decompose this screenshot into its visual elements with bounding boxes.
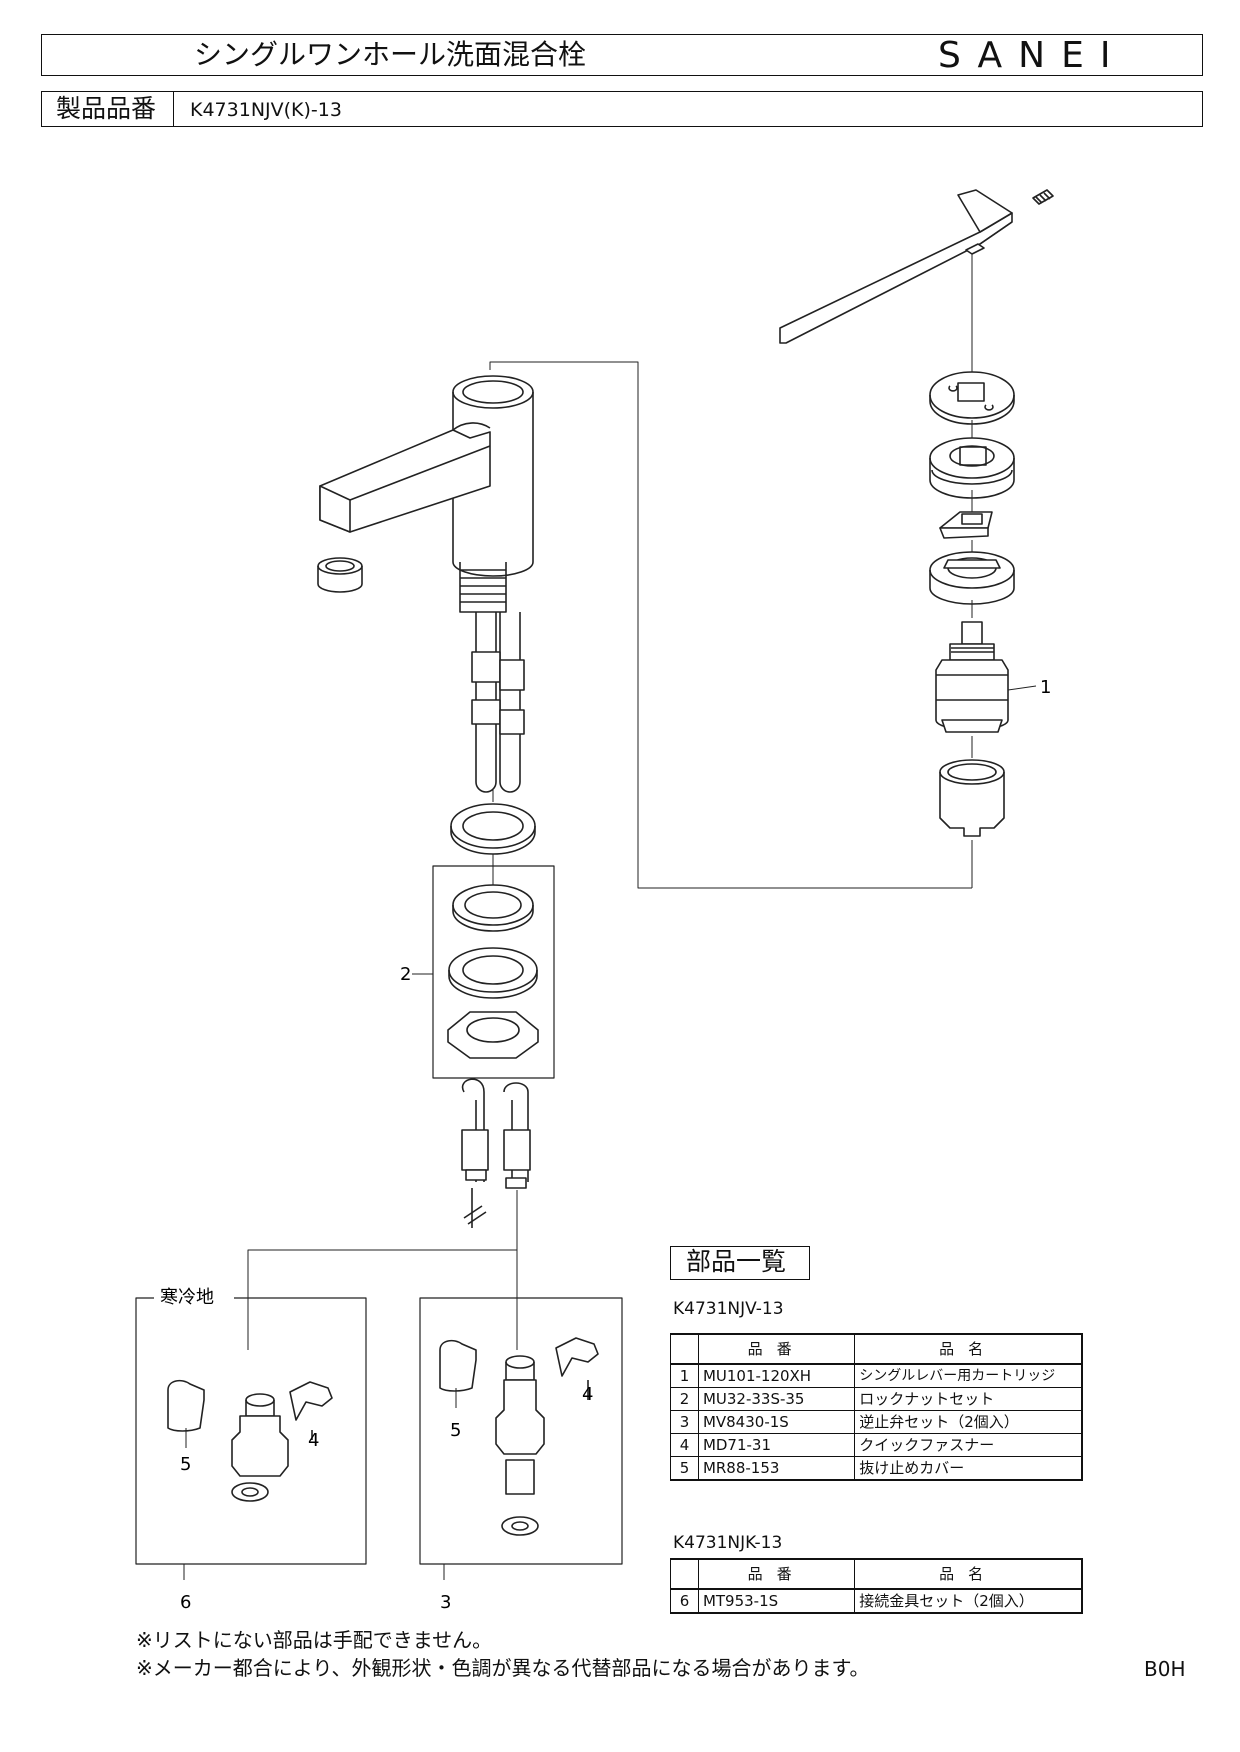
table-header: 品番 品名 bbox=[670, 1333, 1083, 1365]
callout-3: 3 bbox=[440, 1592, 451, 1613]
table-header: 品番 品名 bbox=[670, 1558, 1083, 1590]
supply-hoses-upper bbox=[471, 612, 525, 793]
title-box bbox=[41, 34, 1203, 76]
row-name: クイックファスナー bbox=[854, 1433, 1083, 1457]
handle-cap bbox=[929, 371, 1015, 425]
row-no: 1 bbox=[670, 1363, 699, 1388]
header-name: 品名 bbox=[854, 1558, 1083, 1590]
row-name: ロックナットセット bbox=[854, 1387, 1083, 1411]
table-row: 2 MU32-33S-35 ロックナットセット bbox=[670, 1387, 1083, 1411]
part-number-value: K4731NJV(K)-13 bbox=[190, 99, 342, 121]
aerator bbox=[317, 557, 363, 593]
row-name: 接続金具セット（2個入） bbox=[854, 1588, 1083, 1614]
callout-6: 6 bbox=[180, 1592, 191, 1613]
model-label-njv: K4731NJV-13 bbox=[673, 1299, 784, 1319]
table-row: 5 MR88-153 抜け止めカバー bbox=[670, 1456, 1083, 1481]
lock-nut-set-box bbox=[432, 865, 555, 1079]
lock-nut-set bbox=[447, 884, 539, 1059]
note-substitute-parts: ※メーカー都合により、外観形状・色調が異なる代替部品になる場合があります。 bbox=[136, 1656, 870, 1680]
parts-list-title: 部品一覧 bbox=[686, 1247, 787, 1276]
table-row: 6 MT953-1S 接続金具セット（2個入） bbox=[670, 1588, 1083, 1614]
callout-1: 1 bbox=[1040, 677, 1051, 698]
header-no bbox=[670, 1558, 699, 1590]
document-code: B0H bbox=[1144, 1657, 1186, 1681]
row-code: MR88-153 bbox=[697, 1456, 856, 1481]
row-no: 3 bbox=[670, 1410, 699, 1434]
header-code: 品番 bbox=[697, 1333, 856, 1365]
part-number-label-cell bbox=[41, 91, 174, 127]
part-number-label: 製品品番 bbox=[56, 94, 157, 123]
parts-list-title-box bbox=[670, 1246, 810, 1280]
callout-2: 2 bbox=[400, 964, 411, 985]
row-code: MV8430-1S bbox=[697, 1410, 856, 1434]
check-valve-box bbox=[419, 1297, 623, 1565]
part-number-box bbox=[41, 91, 1203, 127]
table-row: 1 MU101-120XH シングルレバー用カートリッジ bbox=[670, 1363, 1083, 1388]
row-code: MT953-1S bbox=[697, 1588, 856, 1614]
row-no: 6 bbox=[670, 1588, 699, 1614]
parts-table-njk: 品番 品名 6 MT953-1S 接続金具セット（2個入） bbox=[670, 1558, 1083, 1614]
supply-hoses-lower bbox=[461, 1078, 531, 1228]
header-name: 品名 bbox=[854, 1333, 1083, 1365]
cartridge-nut bbox=[929, 551, 1015, 605]
check-valve-fittings bbox=[439, 1337, 599, 1536]
row-name: シングルレバー用カートリッジ bbox=[854, 1363, 1083, 1388]
table-row: 3 MV8430-1S 逆止弁セット（2個入） bbox=[670, 1410, 1083, 1434]
brand-logo: SANEI bbox=[938, 35, 1127, 76]
cover-ring bbox=[929, 437, 1015, 499]
cold-region-box bbox=[135, 1297, 367, 1565]
callout-4-cold: 4 bbox=[308, 1430, 319, 1451]
header-no bbox=[670, 1333, 699, 1365]
base-washer bbox=[450, 803, 536, 855]
row-name: 抜け止めカバー bbox=[854, 1456, 1083, 1481]
callout-5: 5 bbox=[450, 1420, 461, 1441]
callout-4: 4 bbox=[582, 1384, 593, 1405]
callout-5-cold: 5 bbox=[180, 1454, 191, 1475]
lever-handle bbox=[779, 189, 1054, 344]
parts-table-njv: 品番 品名 1 MU101-120XH シングルレバー用カートリッジ 2 MU3… bbox=[670, 1333, 1083, 1481]
row-no: 5 bbox=[670, 1456, 699, 1481]
page-title: シングルワンホール洗面混合栓 bbox=[194, 38, 587, 71]
header-code: 品番 bbox=[697, 1558, 856, 1590]
cold-region-label: 寒冷地 bbox=[160, 1287, 214, 1308]
cold-region-fittings bbox=[167, 1379, 333, 1502]
cartridge bbox=[935, 621, 1009, 733]
row-name: 逆止弁セット（2個入） bbox=[854, 1410, 1083, 1434]
cartridge-holder bbox=[939, 759, 1005, 837]
row-code: MD71-31 bbox=[697, 1433, 856, 1457]
faucet-body bbox=[319, 375, 534, 613]
row-no: 2 bbox=[670, 1387, 699, 1411]
row-code: MU32-33S-35 bbox=[697, 1387, 856, 1411]
stopper-clip bbox=[939, 511, 993, 539]
table-row: 4 MD71-31 クイックファスナー bbox=[670, 1433, 1083, 1457]
row-no: 4 bbox=[670, 1433, 699, 1457]
row-code: MU101-120XH bbox=[697, 1363, 856, 1388]
model-label-njk: K4731NJK-13 bbox=[673, 1533, 783, 1553]
note-unlisted-parts: ※リストにない部品は手配できません。 bbox=[136, 1628, 493, 1652]
